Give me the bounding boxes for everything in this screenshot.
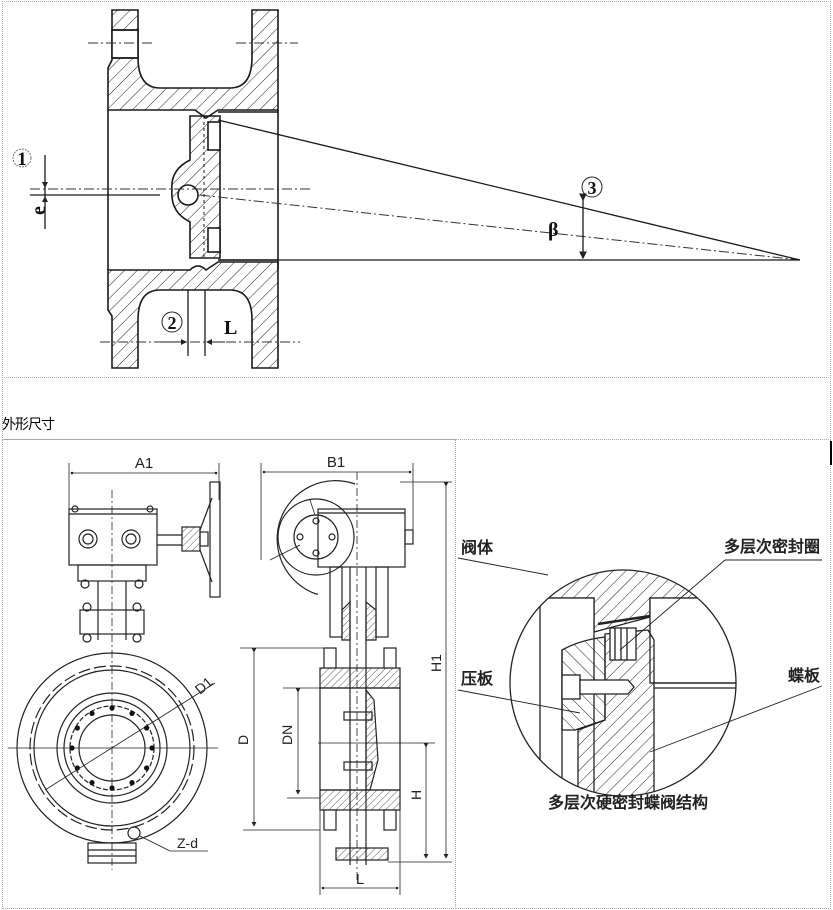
label-disc: 蝶板 [788,666,821,685]
marker-2-label: 2 [168,313,177,333]
bolt-hole [129,710,135,716]
marker-3-label: 3 [588,178,597,198]
label-e: e [28,206,50,215]
label-D: D [235,735,251,745]
bolt-holes [69,705,155,791]
marker-2: 2 [161,311,183,333]
marker-1: 1 [12,148,32,170]
bolt-hole [149,745,155,751]
bolt-hole [89,710,95,716]
bolt-hole [74,765,80,771]
label-A1: A1 [135,455,153,472]
valve-cross-section [107,9,279,369]
offset-lines [30,119,801,356]
label-H1: H1 [428,654,444,672]
label-pressure-plate: 压板 [461,669,494,688]
bolt-hole [144,725,150,731]
text-cursor [830,441,832,465]
front-view [8,463,221,870]
bolt-hole [109,705,115,711]
label-valve-body: 阀体 [461,538,494,557]
bolt-hole [129,780,135,786]
label-L: L [224,317,237,339]
center-lines [30,42,801,343]
section-caption: 外形尺寸 [2,417,55,433]
dim-arrows [42,170,225,345]
marker-3: 3 [581,176,603,198]
label-beta: β [548,219,559,241]
label-D1: D1 [192,673,216,697]
label-seal-ring: 多层次密封圈 [724,537,820,556]
label-L-side: L [356,871,364,888]
marker-1-label: 1 [17,149,27,170]
bolt-hole [109,785,115,791]
side-view [240,463,452,895]
bolt-hole [69,745,75,751]
detail-view [457,557,823,797]
detail-caption: 多层次硬密封蝶阀结构 [548,793,708,812]
bolt-hole [74,725,80,731]
bolt-hole [144,765,150,771]
label-DN: DN [279,725,295,745]
label-H: H [408,790,424,800]
bolt-hole [89,780,95,786]
label-B1: B1 [327,454,345,471]
label-Zd: Z-d [177,835,198,851]
detail-drawing-cell [455,439,831,909]
